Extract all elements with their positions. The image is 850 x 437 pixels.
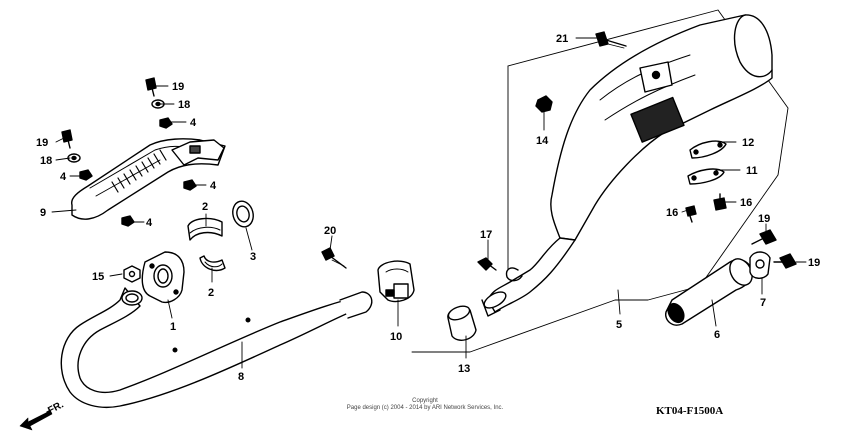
bolt-21[interactable] [595, 31, 627, 49]
copyright-label: Copyright [412, 398, 438, 404]
callout-9: 9 [40, 207, 46, 219]
exhaust-flange[interactable] [141, 251, 185, 304]
callout-4: 4 [146, 217, 153, 229]
bolt-19-right-lower[interactable] [773, 253, 797, 269]
mount-hole [651, 70, 661, 80]
heat-shield-window [630, 96, 685, 143]
joint-collar-upper[interactable] [187, 217, 223, 241]
callout-19: 19 [758, 213, 770, 225]
callout-7: 7 [760, 297, 766, 309]
copyright-notice: Page design (c) 2004 - 2014 by ARI Netwo… [346, 405, 504, 411]
callout-16: 16 [740, 197, 752, 209]
callout-14: 14 [536, 135, 549, 147]
plate-11[interactable] [687, 168, 725, 185]
gasket-ring[interactable] [230, 199, 256, 229]
diagram-code: KT04-F1500A [656, 405, 724, 417]
bolt-19-upper-left[interactable] [145, 77, 157, 97]
callout-2: 2 [208, 287, 214, 299]
muffler-joint-sleeve[interactable] [447, 304, 477, 341]
bolt-19-left[interactable] [61, 129, 73, 149]
pipe-bracket-dot-2 [172, 347, 178, 353]
callout-8: 8 [238, 371, 244, 383]
callout-19: 19 [36, 137, 48, 149]
callout-20: 20 [324, 225, 336, 237]
callout-18: 18 [40, 155, 52, 167]
nut-4-left[interactable] [79, 169, 93, 181]
callout-4: 4 [60, 171, 67, 183]
heat-protector[interactable] [71, 138, 226, 220]
bolt-19-right-upper[interactable] [751, 229, 777, 245]
bolt-16-left[interactable] [685, 205, 697, 223]
callout-21: 21 [556, 33, 568, 45]
nut-4-upper[interactable] [159, 117, 173, 129]
callout-2: 2 [202, 201, 208, 213]
bolt-16-right[interactable] [713, 193, 727, 211]
pipe-bracket-dot [245, 317, 251, 323]
callout-19: 19 [808, 257, 820, 269]
callout-4: 4 [190, 117, 197, 129]
callout-4: 4 [210, 180, 217, 192]
tailpipe-cover[interactable] [665, 255, 757, 326]
callout-6: 6 [714, 329, 720, 341]
callout-12: 12 [742, 137, 754, 149]
callout-11: 11 [746, 165, 758, 177]
exhaust-pipe[interactable] [60, 287, 373, 409]
callout-17: 17 [480, 229, 492, 241]
callout-13: 13 [458, 363, 470, 375]
callout-15: 15 [92, 271, 104, 283]
nut-14[interactable] [535, 95, 553, 113]
plate-12[interactable] [689, 140, 727, 159]
callout-3: 3 [250, 251, 256, 263]
callout-16: 16 [666, 207, 678, 219]
nut-4-lower[interactable] [121, 215, 135, 227]
spark-arrester-bracket[interactable] [749, 251, 771, 279]
joint-collar-lower[interactable] [199, 255, 226, 272]
bolt-17[interactable] [477, 257, 497, 271]
clamp-bolt[interactable] [321, 247, 347, 269]
muffler-body[interactable] [481, 14, 773, 317]
callout-18: 18 [178, 99, 190, 111]
leader-lines [51, 37, 807, 369]
callout-1: 1 [170, 321, 176, 333]
callout-19: 19 [172, 81, 184, 93]
callout-10: 10 [390, 331, 402, 343]
flange-nut[interactable] [123, 265, 141, 283]
callout-5: 5 [616, 319, 622, 331]
heat-protector-slots [111, 149, 167, 193]
muffler-band-clamp[interactable] [377, 260, 415, 303]
nut-4-mid[interactable] [183, 179, 197, 191]
